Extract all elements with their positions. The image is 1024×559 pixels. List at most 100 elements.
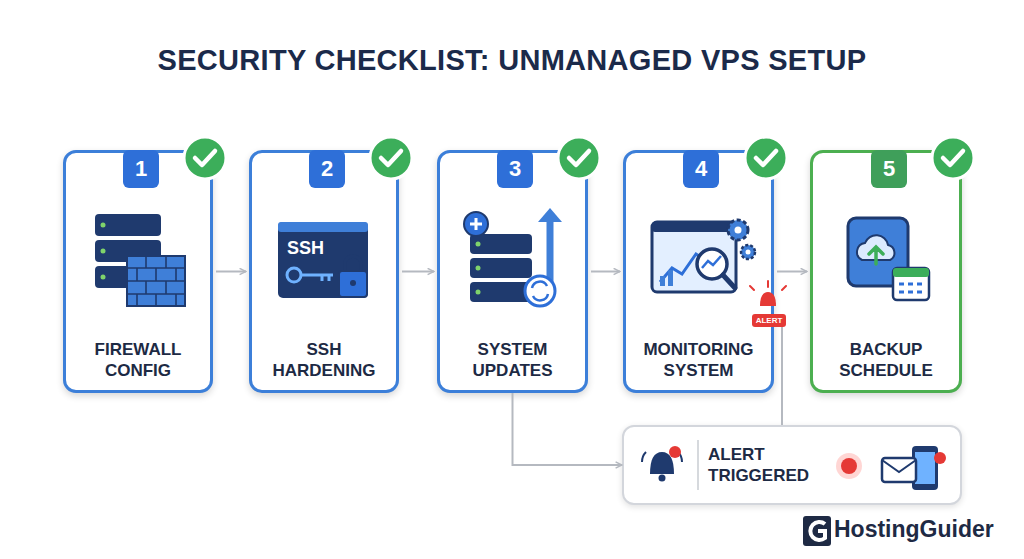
- gear-hole: [735, 227, 742, 234]
- terminal-screen: [278, 222, 368, 298]
- server-led: [476, 266, 481, 271]
- chart-bar: [668, 270, 673, 286]
- step-label: SYSTEM UPDATES: [440, 339, 585, 381]
- logo-mark: [803, 516, 831, 546]
- gear: [741, 245, 755, 259]
- server-led: [476, 242, 481, 247]
- check-circle: [932, 137, 974, 179]
- check-circle: [745, 137, 787, 179]
- check-tick: [943, 151, 963, 165]
- step-number: 4: [683, 150, 719, 188]
- server-unit: [95, 214, 161, 236]
- diagram-title: SECURITY CHECKLIST: UNMANAGED VPS SETUP: [0, 44, 1024, 77]
- logo-glyph: [810, 522, 825, 540]
- magnifier-lens: [697, 249, 727, 279]
- check-circle: [370, 137, 412, 179]
- lock-hole: [350, 280, 356, 286]
- server-unit: [95, 266, 161, 288]
- chart-line: [660, 254, 708, 282]
- connector: [216, 271, 246, 273]
- terminal-bar: [278, 222, 368, 232]
- step-number-badge: 3: [497, 150, 533, 188]
- bell-icon: [650, 452, 674, 474]
- dashboard-bar: [652, 222, 736, 232]
- step-card: 5BACKUP SCHEDULE: [810, 150, 962, 393]
- check-tick: [195, 151, 215, 165]
- step-label: SSH HARDENING: [252, 339, 396, 381]
- refresh-arrows: [532, 282, 548, 301]
- connector: [513, 393, 623, 465]
- alert-label: ALERT TRIGGERED: [708, 444, 828, 486]
- bell-clapper: [659, 475, 666, 482]
- update-arrow-head: [538, 208, 562, 222]
- magnifier-handle: [723, 275, 735, 288]
- step-number: 3: [497, 150, 533, 188]
- key-shaft: [301, 275, 333, 281]
- mail-flap: [882, 460, 916, 472]
- bell-rays: [642, 452, 682, 462]
- mail-icon: [882, 458, 916, 482]
- phone-icon: [912, 446, 938, 490]
- step-label: BACKUP SCHEDULE: [813, 339, 959, 381]
- server-unit: [470, 282, 532, 302]
- connector: [591, 271, 620, 273]
- refresh-circle: [525, 276, 555, 306]
- step-number: 5: [871, 150, 907, 188]
- alert-rays: [750, 281, 786, 290]
- step-card: 4ALERTMONITORING SYSTEM: [623, 150, 774, 393]
- brick-wall: [127, 256, 185, 306]
- logo-square: [803, 516, 831, 546]
- brick-lines: [127, 256, 185, 306]
- updates-icon: [464, 208, 562, 306]
- step-number: 1: [123, 150, 159, 188]
- monitoring-icon: [652, 220, 786, 306]
- plus-sign: [470, 218, 482, 230]
- server-led: [101, 275, 106, 280]
- calendar: [893, 268, 929, 300]
- server-unit: [470, 258, 532, 278]
- step-number: 2: [309, 150, 345, 188]
- check-marks: [184, 137, 974, 179]
- calendar-header: [893, 268, 929, 277]
- check-tick: [569, 151, 589, 165]
- step-number-badge: 2: [309, 150, 345, 188]
- dashboard-window: [652, 222, 736, 292]
- gear-hole: [746, 250, 751, 255]
- gear: [728, 220, 748, 240]
- backup-icon: [848, 218, 929, 300]
- alert-box-icons: [642, 440, 946, 490]
- server-unit: [470, 234, 532, 254]
- server-led: [476, 290, 481, 295]
- step-number-badge: 4: [683, 150, 719, 188]
- alert-tag-text: ALERT: [752, 314, 786, 327]
- check-tick: [381, 151, 401, 165]
- calendar-days: [899, 284, 922, 292]
- connector: [402, 271, 434, 273]
- server-led: [101, 223, 106, 228]
- check-tick: [756, 151, 776, 165]
- divider: [697, 440, 699, 490]
- alert-tag: ALERT: [752, 314, 786, 327]
- alert-dot: [841, 458, 857, 474]
- brand-name: HostingGuider: [834, 516, 994, 543]
- step-number-badge: 5: [871, 150, 907, 188]
- alert-bell: [760, 292, 776, 306]
- step-card: 3SYSTEM UPDATES: [437, 150, 588, 393]
- step-card: 1FIREWALL CONFIG: [63, 150, 213, 393]
- backup-cloud: [857, 235, 894, 260]
- check-circle: [184, 137, 226, 179]
- alert-box: ALERT TRIGGERED: [622, 425, 962, 505]
- magnifier-chart: [702, 256, 721, 268]
- notify-dot: [934, 452, 946, 464]
- step-number-badge: 1: [123, 150, 159, 188]
- key-bow: [287, 268, 301, 282]
- connector: [777, 271, 807, 273]
- check-circle: [558, 137, 600, 179]
- alert-glow: [836, 453, 862, 479]
- firewall-icon: [95, 214, 185, 306]
- bell-dot: [669, 446, 681, 458]
- connector: [781, 327, 783, 425]
- server-unit: [95, 240, 161, 262]
